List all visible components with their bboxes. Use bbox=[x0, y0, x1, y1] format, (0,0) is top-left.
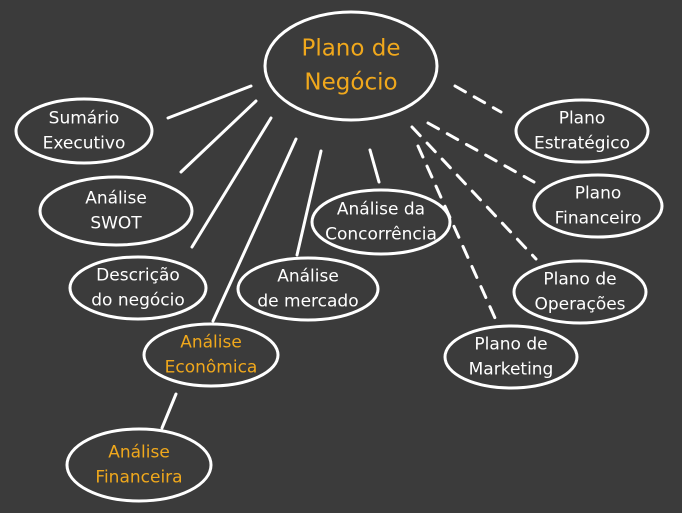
node-ellipse bbox=[310, 188, 452, 256]
node-operacoes: Plano de Operações bbox=[512, 259, 648, 325]
link-concorrencia bbox=[368, 148, 381, 184]
node-label-line: Concorrência bbox=[325, 225, 437, 245]
node-ellipse bbox=[142, 322, 280, 388]
node-ellipse bbox=[443, 324, 579, 390]
node-label-line: Análise bbox=[108, 443, 170, 463]
node-label-line: Plano de bbox=[543, 270, 616, 290]
node-concorrencia: Análise da Concorrência bbox=[310, 188, 452, 256]
node-label-line: Descrição bbox=[96, 266, 180, 286]
link-sumario bbox=[166, 84, 253, 120]
node-ellipse bbox=[68, 255, 208, 321]
link-swot bbox=[179, 99, 258, 174]
diagram-nodes: Plano deNegócioSumárioExecutivoAnáliseSW… bbox=[14, 10, 664, 503]
node-ellipse bbox=[514, 98, 650, 164]
node-label-line: Análise da bbox=[337, 200, 425, 220]
node-label-line: Econômica bbox=[165, 358, 258, 378]
node-ellipse bbox=[263, 10, 439, 122]
connector-lines bbox=[160, 84, 538, 430]
node-ellipse bbox=[65, 427, 213, 503]
node-marketing: Plano de Marketing bbox=[443, 324, 579, 390]
node-descricao: Descrição do negócio bbox=[68, 255, 208, 321]
link-estrategico bbox=[453, 84, 503, 114]
node-ellipse bbox=[532, 173, 664, 239]
node-label-line: Plano de bbox=[301, 36, 400, 62]
node-label-line: Estratégico bbox=[534, 134, 630, 154]
node-ellipse bbox=[38, 175, 194, 247]
node-mercado: Análise de mercado bbox=[236, 256, 380, 322]
node-label-line: Sumário bbox=[49, 109, 120, 129]
node-label-line: Plano bbox=[575, 184, 622, 204]
node-label-line: Plano bbox=[559, 109, 606, 129]
link-operacoes bbox=[410, 125, 538, 261]
link-marketing bbox=[416, 144, 497, 320]
node-label-line: Análise bbox=[85, 189, 147, 209]
node-ellipse bbox=[236, 256, 380, 322]
node-label-line: Executivo bbox=[43, 134, 126, 154]
node-label-line: Análise bbox=[180, 333, 242, 353]
node-label-line: Operações bbox=[534, 295, 625, 315]
node-label-line: Análise bbox=[277, 267, 339, 287]
node-label-line: Financeira bbox=[95, 468, 182, 488]
node-label-line: do negócio bbox=[91, 291, 185, 311]
link-economica bbox=[211, 137, 298, 323]
link-financeiro bbox=[426, 121, 536, 184]
node-label-line: Negócio bbox=[304, 70, 397, 96]
link-descricao bbox=[190, 116, 273, 249]
link-financeira bbox=[160, 392, 178, 430]
node-label-line: Plano de bbox=[474, 335, 547, 355]
node-root: Plano de Negócio bbox=[263, 10, 439, 122]
node-ellipse bbox=[512, 259, 648, 325]
node-label-line: Marketing bbox=[469, 360, 554, 380]
node-label-line: Financeiro bbox=[555, 209, 642, 229]
link-mercado bbox=[295, 149, 323, 257]
node-label-line: de mercado bbox=[257, 292, 358, 312]
node-label-line: SWOT bbox=[90, 214, 142, 234]
node-ellipse bbox=[14, 97, 154, 165]
